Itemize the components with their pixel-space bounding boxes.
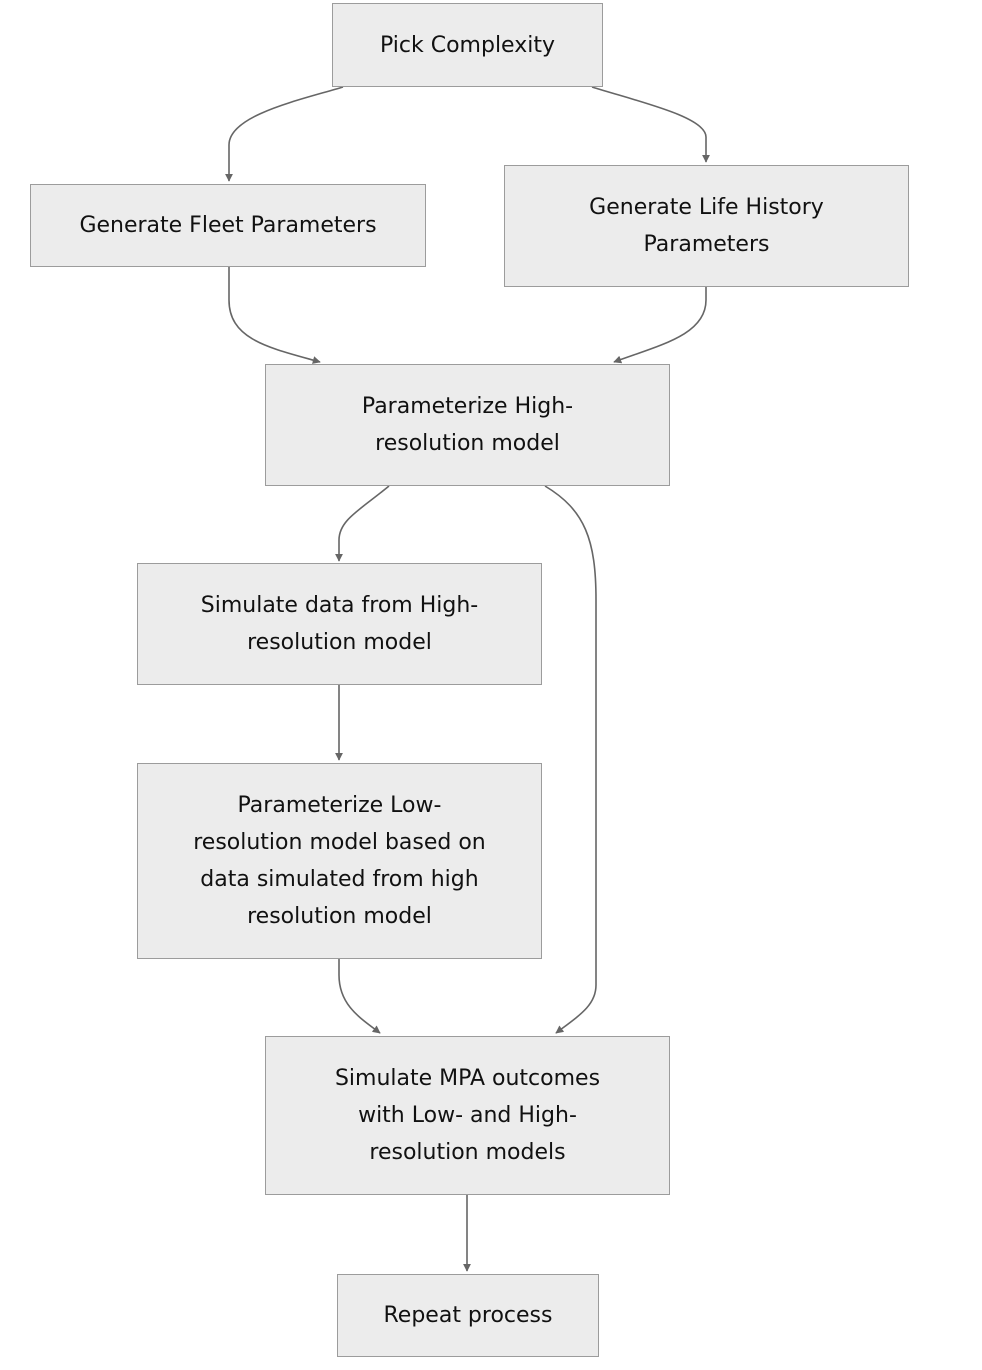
edge-fleet-to-param-high xyxy=(228,267,321,364)
node-parameterize-high-resolution-model: Parameterize High- resolution model xyxy=(265,364,670,486)
node-pick-complexity: Pick Complexity xyxy=(332,3,603,87)
node-generate-fleet-parameters: Generate Fleet Parameters xyxy=(30,184,426,267)
node-parameterize-high-resolution-model-label: Parameterize High- resolution model xyxy=(361,394,574,456)
node-generate-life-history-parameters: Generate Life History Parameters xyxy=(504,165,909,287)
edge-param-high-to-simulate-mpa xyxy=(544,485,597,1034)
node-simulate-mpa-outcomes-label: Simulate MPA outcomes with Low- and High… xyxy=(334,1066,601,1165)
node-simulate-data-from-high-resolution-model-label: Simulate data from High- resolution mode… xyxy=(200,593,479,655)
node-parameterize-low-resolution-model-label: Parameterize Low- resolution model based… xyxy=(193,793,486,929)
node-generate-fleet-parameters-label: Generate Fleet Parameters xyxy=(79,213,377,238)
node-repeat-process-label: Repeat process xyxy=(383,1303,553,1328)
node-repeat-process: Repeat process xyxy=(337,1274,599,1357)
node-parameterize-low-resolution-model: Parameterize Low- resolution model based… xyxy=(137,763,542,959)
edge-param-high-to-simulate-data xyxy=(335,485,390,562)
edge-param-low-to-simulate-mpa xyxy=(338,959,381,1034)
node-pick-complexity-label: Pick Complexity xyxy=(380,32,555,58)
node-simulate-data-from-high-resolution-model: Simulate data from High- resolution mode… xyxy=(137,563,542,685)
node-simulate-mpa-outcomes: Simulate MPA outcomes with Low- and High… xyxy=(265,1036,670,1195)
edge-life-history-to-param-high xyxy=(613,287,707,364)
node-generate-life-history-parameters-label: Generate Life History Parameters xyxy=(589,195,824,257)
edge-pick-to-fleet xyxy=(225,86,344,182)
edge-pick-to-life-history xyxy=(591,86,710,163)
